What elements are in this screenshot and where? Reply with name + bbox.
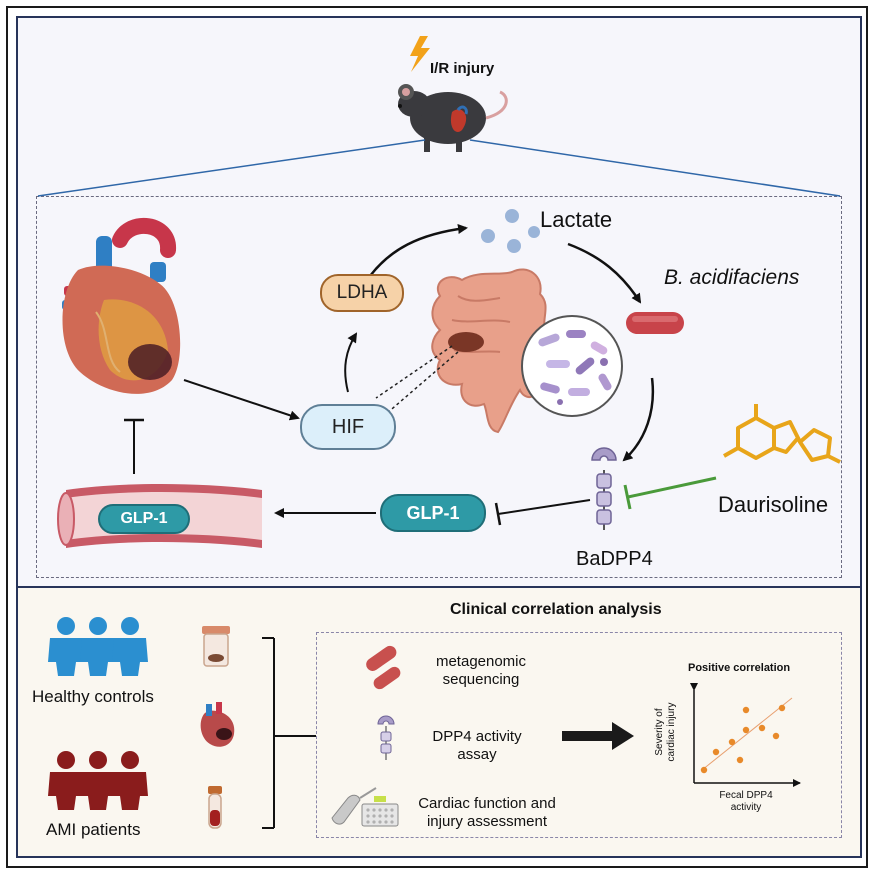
lactate-label: Lactate bbox=[540, 207, 613, 232]
microbiota-magnifier-icon bbox=[521, 315, 623, 417]
glp1-pill-label: GLP-1 bbox=[406, 502, 460, 523]
blood-tube-icon bbox=[208, 786, 222, 829]
glp1-vessel-label: GLP-1 bbox=[120, 510, 168, 527]
lightning-icon bbox=[410, 36, 430, 72]
heart-icon bbox=[62, 217, 181, 394]
method-cardiac-label: Cardiac function and injury assessment bbox=[402, 795, 572, 831]
badpp4-label: BaDPP4 bbox=[576, 548, 653, 570]
hif-node: HIF bbox=[300, 404, 396, 450]
plot-title: Positive correlation bbox=[688, 662, 791, 674]
methods-dashed-box bbox=[316, 632, 842, 838]
ami-patients-people-icon bbox=[48, 751, 148, 810]
stool-sample-jar-icon bbox=[202, 626, 230, 667]
grouping-bracket bbox=[262, 637, 316, 829]
bacterium-label: B. acidifaciens bbox=[664, 266, 800, 289]
result-arrow bbox=[562, 722, 634, 750]
mechanism-dashed-box bbox=[36, 196, 842, 578]
bacteria-rod-icon bbox=[626, 312, 684, 334]
hif-label: HIF bbox=[331, 415, 365, 438]
plot-xlabel-line: activity bbox=[730, 802, 762, 813]
method-metagenomic-label: metagenomic sequencing bbox=[408, 653, 554, 689]
injury-label: I/R injury bbox=[430, 60, 495, 77]
plot-ylabel: Severity of cardiac injury bbox=[654, 684, 678, 780]
method-line: injury assessment bbox=[426, 813, 548, 830]
lactate-molecules-icon bbox=[481, 209, 540, 253]
clinical-title: Clinical correlation analysis bbox=[450, 601, 662, 618]
method-line: assay bbox=[457, 746, 497, 763]
healthy-controls-people-icon bbox=[48, 617, 148, 676]
method-dpp4-label: DPP4 activity assay bbox=[404, 728, 550, 764]
daurisoline-molecule-icon bbox=[723, 404, 841, 464]
method-line: DPP4 activity bbox=[432, 728, 522, 745]
method-line: sequencing bbox=[442, 671, 520, 688]
method-line: metagenomic bbox=[435, 653, 527, 670]
ultrasound-probe-icon bbox=[331, 787, 377, 825]
daurisoline-label: Daurisoline bbox=[718, 492, 829, 517]
dpp4-receptor-icon bbox=[591, 447, 617, 530]
healthy-controls-label: Healthy controls bbox=[32, 687, 154, 706]
microplate-icon bbox=[361, 796, 399, 827]
plot-ylabel-line: Severity of bbox=[654, 708, 665, 756]
ldha-label: LDHA bbox=[336, 282, 388, 303]
plot-ylabel-line: cardiac injury bbox=[666, 702, 677, 762]
plot-xlabel-line: Fecal DPP4 bbox=[719, 790, 773, 801]
glp1-pill-node: GLP-1 bbox=[380, 494, 486, 532]
clinical-panel bbox=[16, 588, 862, 858]
glp1-vessel-node: GLP-1 bbox=[98, 504, 190, 534]
ldha-node: LDHA bbox=[320, 274, 404, 312]
plot-xlabel: Fecal DPP4 activity bbox=[706, 790, 786, 814]
intestine-icon bbox=[431, 268, 549, 434]
dpp4-assay-icon bbox=[377, 715, 395, 760]
bacteria-icon bbox=[366, 645, 401, 690]
mouse-icon bbox=[398, 84, 508, 152]
human-heart-sample-icon bbox=[200, 702, 235, 747]
correlation-plot bbox=[690, 683, 801, 787]
ami-patients-label: AMI patients bbox=[46, 820, 141, 839]
method-line: Cardiac function and bbox=[418, 795, 556, 812]
